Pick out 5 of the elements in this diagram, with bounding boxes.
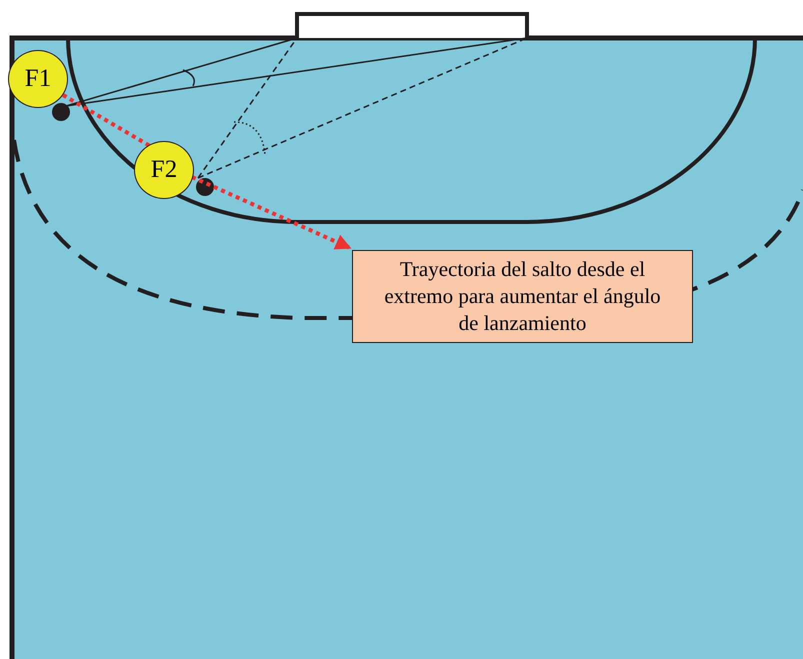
callout-text: Trayectoria del salto desde el extremo para aumentar el ángulo de lanzamiento (383, 256, 662, 338)
callout-box (352, 250, 693, 343)
trajectory-arrow (191, 175, 352, 250)
player-label: F2 (150, 156, 178, 184)
player-label: F1 (24, 65, 52, 93)
